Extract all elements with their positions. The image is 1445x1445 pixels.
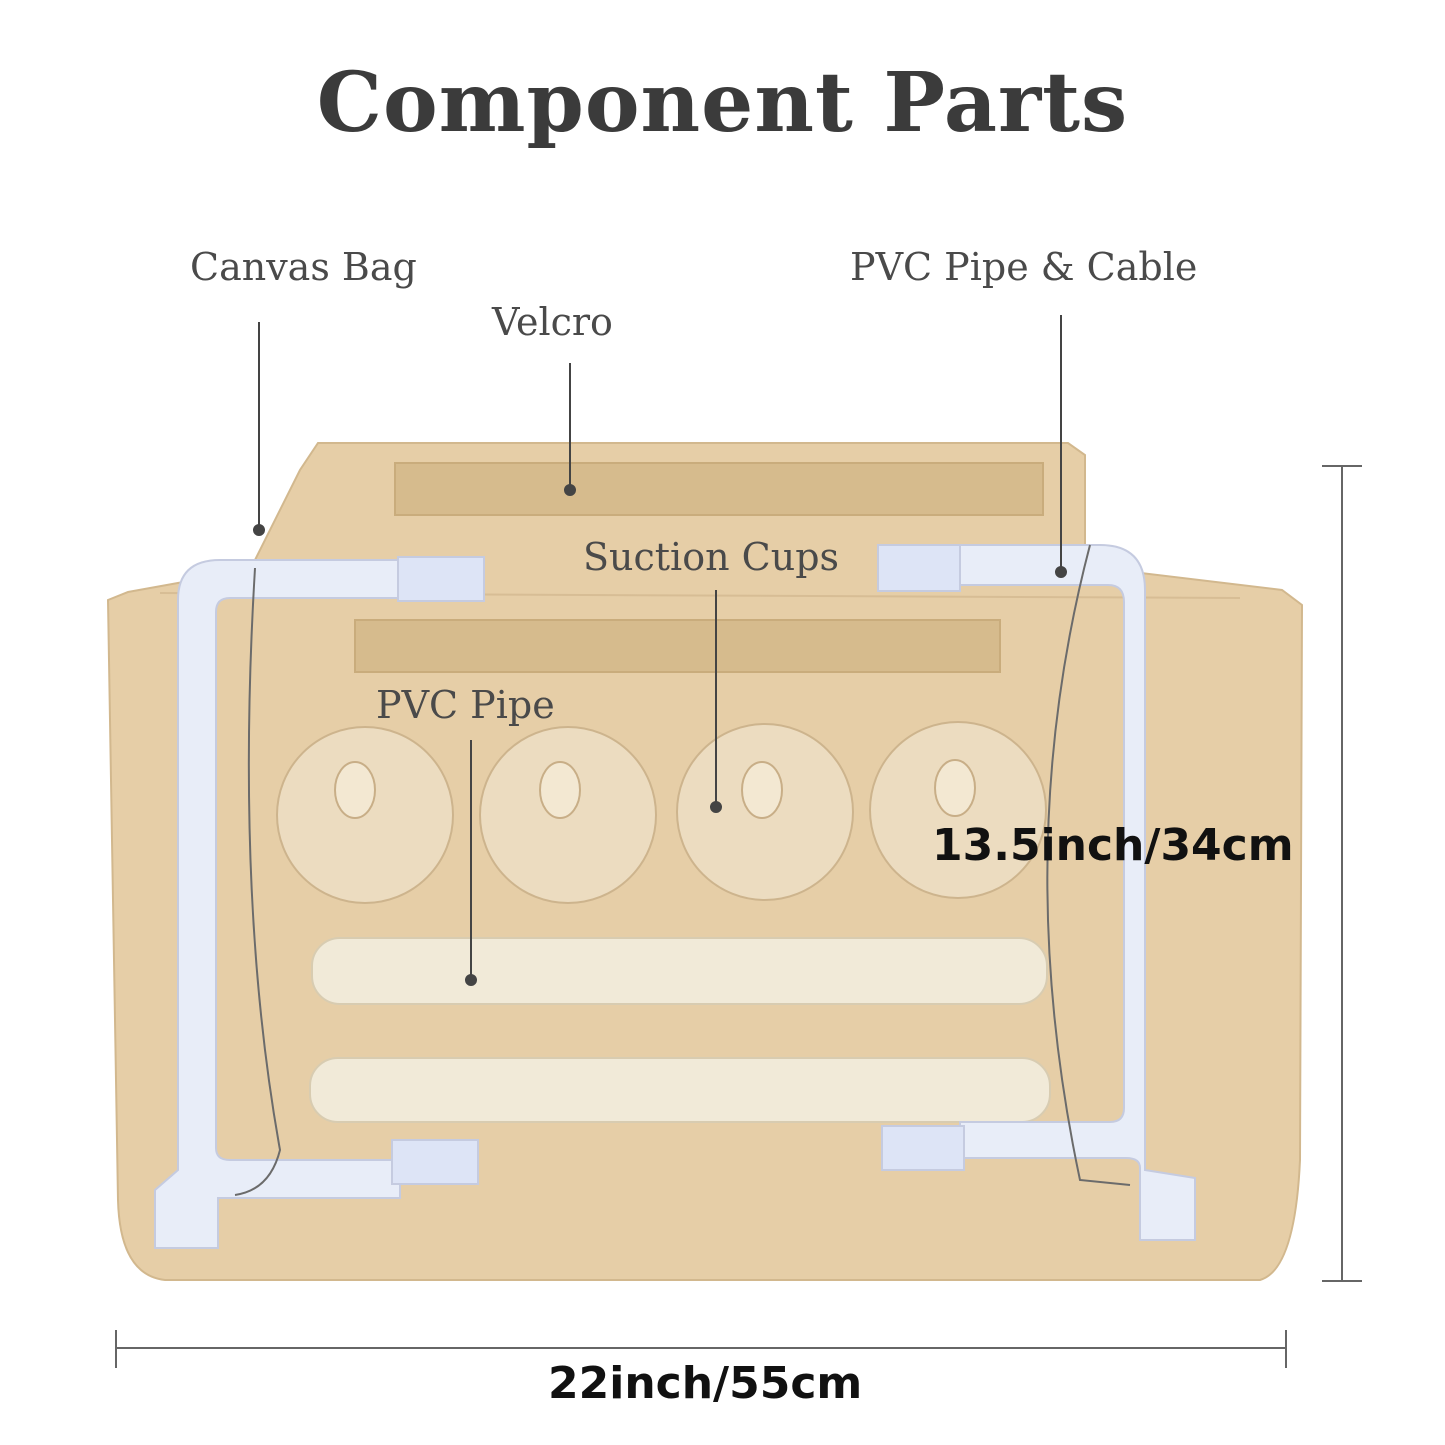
pvc-frame-left <box>154 556 485 1249</box>
velcro-strip-bottom <box>354 619 1001 673</box>
width-dimension-line <box>115 1330 1287 1368</box>
label-suction-cups: Suction Cups <box>583 535 840 579</box>
height-dimension-label: 13.5inch/34cm <box>932 820 1294 871</box>
label-canvas-bag: Canvas Bag <box>190 245 417 289</box>
velcro-strip-top <box>394 462 1044 516</box>
pvc-frame-right <box>877 544 1196 1241</box>
pvc-pipe-2 <box>309 1057 1051 1123</box>
label-pvc-pipe-cable: PVC Pipe & Cable <box>850 245 1198 289</box>
height-dimension-line <box>1322 465 1362 1282</box>
page-title: Component Parts <box>316 55 1129 151</box>
pvc-pipe-1 <box>311 937 1048 1005</box>
label-pvc-pipe: PVC Pipe <box>376 683 555 727</box>
label-velcro: Velcro <box>492 300 613 344</box>
width-dimension-label: 22inch/55cm <box>548 1358 863 1409</box>
